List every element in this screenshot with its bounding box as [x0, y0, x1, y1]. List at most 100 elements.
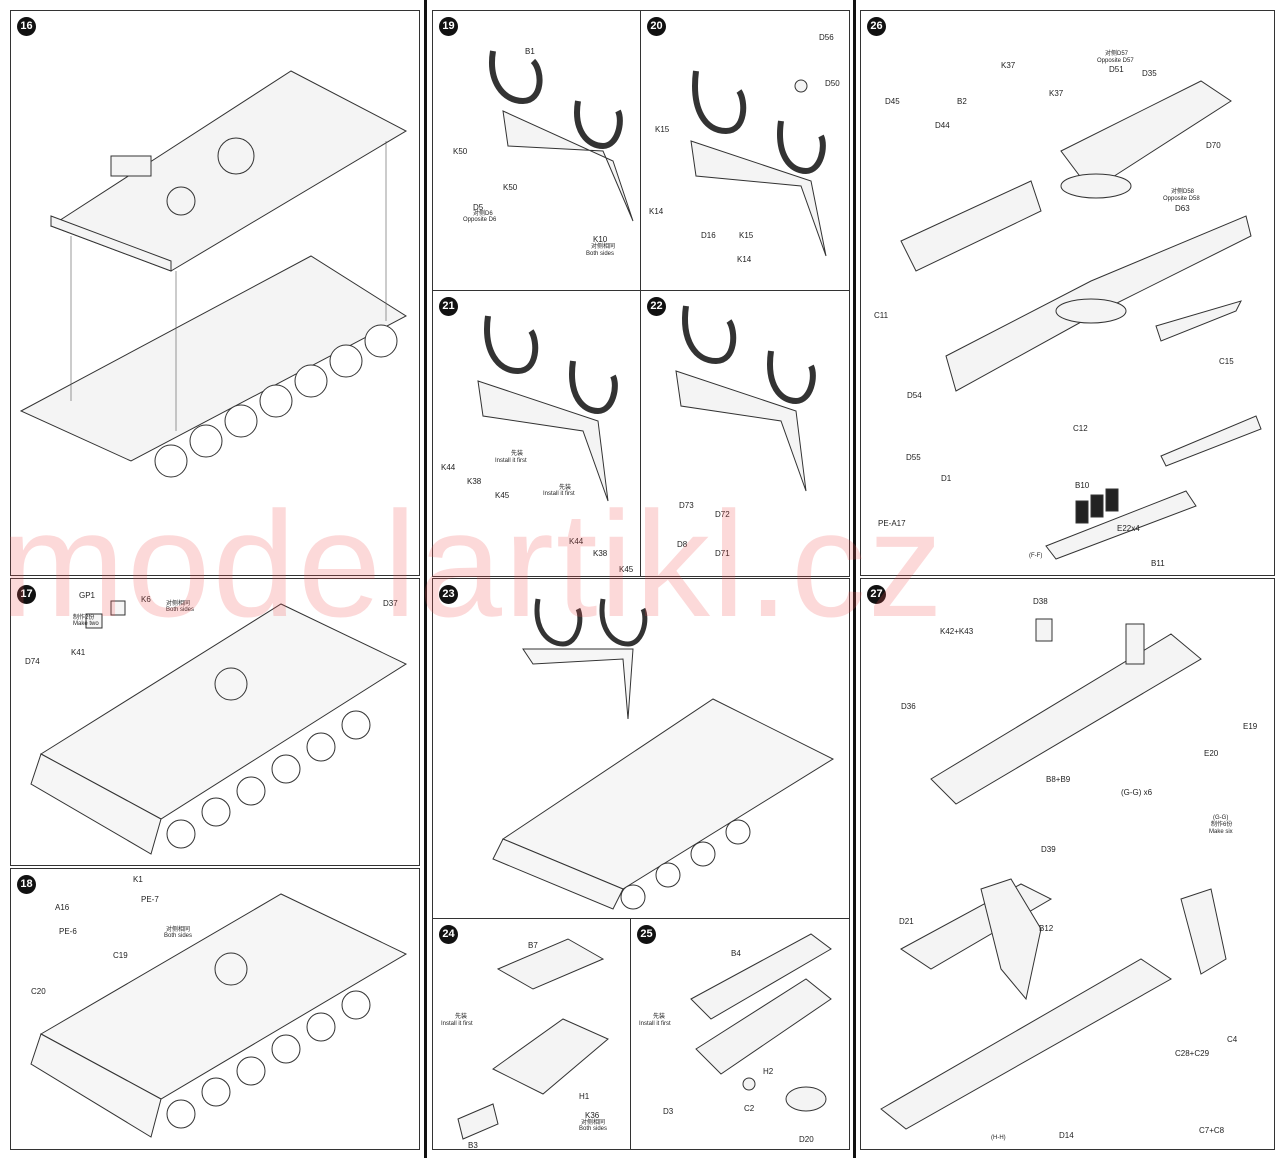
part-label: K44 — [441, 463, 456, 472]
part-label: D44 — [935, 121, 950, 130]
part-label: K42+K43 — [940, 627, 974, 636]
part-label: D14 — [1059, 1131, 1074, 1140]
part-note: Both sides — [579, 1126, 608, 1132]
step-22-panel: 22 D73 D8 D72 D71 — [640, 290, 850, 577]
part-label: D21 — [899, 917, 914, 926]
part-note: 对侧相同 — [166, 927, 191, 933]
part-label: K38 — [593, 549, 608, 558]
part-label: D39 — [1041, 845, 1056, 854]
step-19-panel: 19 B1 K50 K50 D5 对侧D6 Opposite D6 K10 对侧… — [432, 10, 642, 291]
part-label: D38 — [1033, 597, 1048, 606]
part-label: B8+B9 — [1046, 775, 1071, 784]
part-label: K1 — [133, 875, 143, 884]
step-20-panel: 20 D56 D50 K15 K14 D16 K15 K14 — [640, 10, 850, 291]
part-label: C12 — [1073, 424, 1088, 433]
part-label: B3 — [468, 1141, 478, 1150]
part-label: C7+C8 — [1199, 1126, 1225, 1135]
part-label: C11 — [874, 311, 889, 320]
step-number: 26 — [867, 17, 886, 36]
part-label: D73 — [679, 501, 694, 510]
part-label: K45 — [619, 565, 634, 574]
part-label: D72 — [715, 510, 730, 519]
cradle-assembly-drawing — [900, 80, 1262, 560]
part-note: Opposite D6 — [463, 217, 497, 223]
part-label: C19 — [113, 951, 128, 960]
install-first-note: 先装 — [559, 485, 572, 491]
install-first-note: 先装 — [653, 1014, 666, 1020]
part-label: H2 — [763, 1067, 774, 1076]
part-label: K37 — [1001, 61, 1016, 70]
part-label: K36 — [585, 1111, 600, 1120]
part-label: B12 — [1039, 924, 1054, 933]
cradle-frame-drawing — [690, 70, 827, 257]
step-number: 25 — [637, 925, 656, 944]
part-note: Both sides — [586, 251, 615, 257]
part-label: D70 — [1206, 141, 1221, 150]
part-label: D54 — [907, 391, 922, 400]
part-note: 对侧D6 — [473, 211, 493, 217]
part-label: K14 — [649, 207, 664, 216]
hull-part-drawing — [690, 933, 832, 1112]
step-27-panel: 27 D38 K42+K43 D36 B8+B9 (G-G) x6 E20 E1… — [860, 578, 1275, 1150]
install-first-note: Install it first — [441, 1021, 473, 1027]
install-first-note: 先装 — [455, 1014, 468, 1020]
part-label: C4 — [1227, 1035, 1238, 1044]
part-label: K37 — [1049, 89, 1064, 98]
part-label: A16 — [55, 903, 70, 912]
part-note: Opposite D58 — [1163, 196, 1200, 202]
part-label: K14 — [737, 255, 752, 264]
part-label: PE-A17 — [878, 519, 906, 528]
part-note: 对侧相同 — [591, 244, 616, 250]
section-tag: (F-F) — [1029, 553, 1043, 559]
install-first-note: 先装 — [511, 451, 524, 457]
part-label: K15 — [739, 231, 754, 240]
section-tag: (H-H) — [991, 1135, 1006, 1141]
barrel-cradle-drawing — [880, 618, 1227, 1130]
part-label: B11 — [1151, 559, 1165, 568]
part-label: PE-7 — [141, 895, 159, 904]
part-note: 对侧相同 — [581, 1120, 606, 1126]
part-label: D55 — [906, 453, 921, 462]
part-label: C20 — [31, 987, 46, 996]
step-17-panel: 17 GP1 K6 对侧相同 Both sides D37 制作2份 Make … — [10, 578, 420, 866]
cradle-frame-drawing — [675, 305, 816, 492]
step-23-panel: 23 — [432, 578, 850, 919]
part-label: H1 — [579, 1092, 590, 1101]
part-label: D3 — [663, 1107, 674, 1116]
part-note: Make six — [1209, 829, 1233, 835]
install-first-note: Install it first — [495, 458, 527, 464]
part-label: E20 — [1204, 749, 1219, 758]
page-divider-left — [424, 0, 427, 1158]
install-first-note: Install it first — [543, 491, 575, 497]
step-number: 16 — [17, 17, 36, 36]
part-note: 制作6份 — [1211, 822, 1233, 828]
part-label: (G-G) x6 — [1121, 788, 1153, 797]
part-label: E22x4 — [1117, 524, 1140, 533]
part-label: D35 — [1142, 69, 1157, 78]
part-label: K45 — [495, 491, 510, 500]
part-label: D37 — [383, 599, 398, 608]
step-number: 24 — [439, 925, 458, 944]
cradle-frame-drawing — [477, 315, 618, 502]
part-label: K38 — [467, 477, 482, 486]
part-label: B7 — [528, 941, 538, 950]
tank-drawing — [30, 600, 408, 855]
step-number: 17 — [17, 585, 36, 604]
part-label: PE-6 — [59, 927, 77, 936]
step-number: 21 — [439, 297, 458, 316]
part-label: D45 — [885, 97, 900, 106]
section-tag: (G-G) — [1213, 815, 1229, 821]
step-25-panel: 25 B4 先装 Install it first H2 D3 C2 D20 — [630, 918, 850, 1150]
part-note: 制作2份 — [73, 615, 95, 621]
part-label: D63 — [1175, 204, 1190, 213]
part-note: Make two — [73, 621, 99, 627]
part-label: C28+C29 — [1175, 1049, 1210, 1058]
step-24-panel: 24 B7 先装 Install it first H1 B3 K36 对侧相同… — [432, 918, 632, 1150]
part-note: Both sides — [166, 607, 195, 613]
step-number: 27 — [867, 585, 886, 604]
part-label: D71 — [715, 549, 730, 558]
part-label: K50 — [453, 147, 468, 156]
part-label: B4 — [731, 949, 741, 958]
part-label: K15 — [655, 125, 670, 134]
part-label: K44 — [569, 537, 584, 546]
